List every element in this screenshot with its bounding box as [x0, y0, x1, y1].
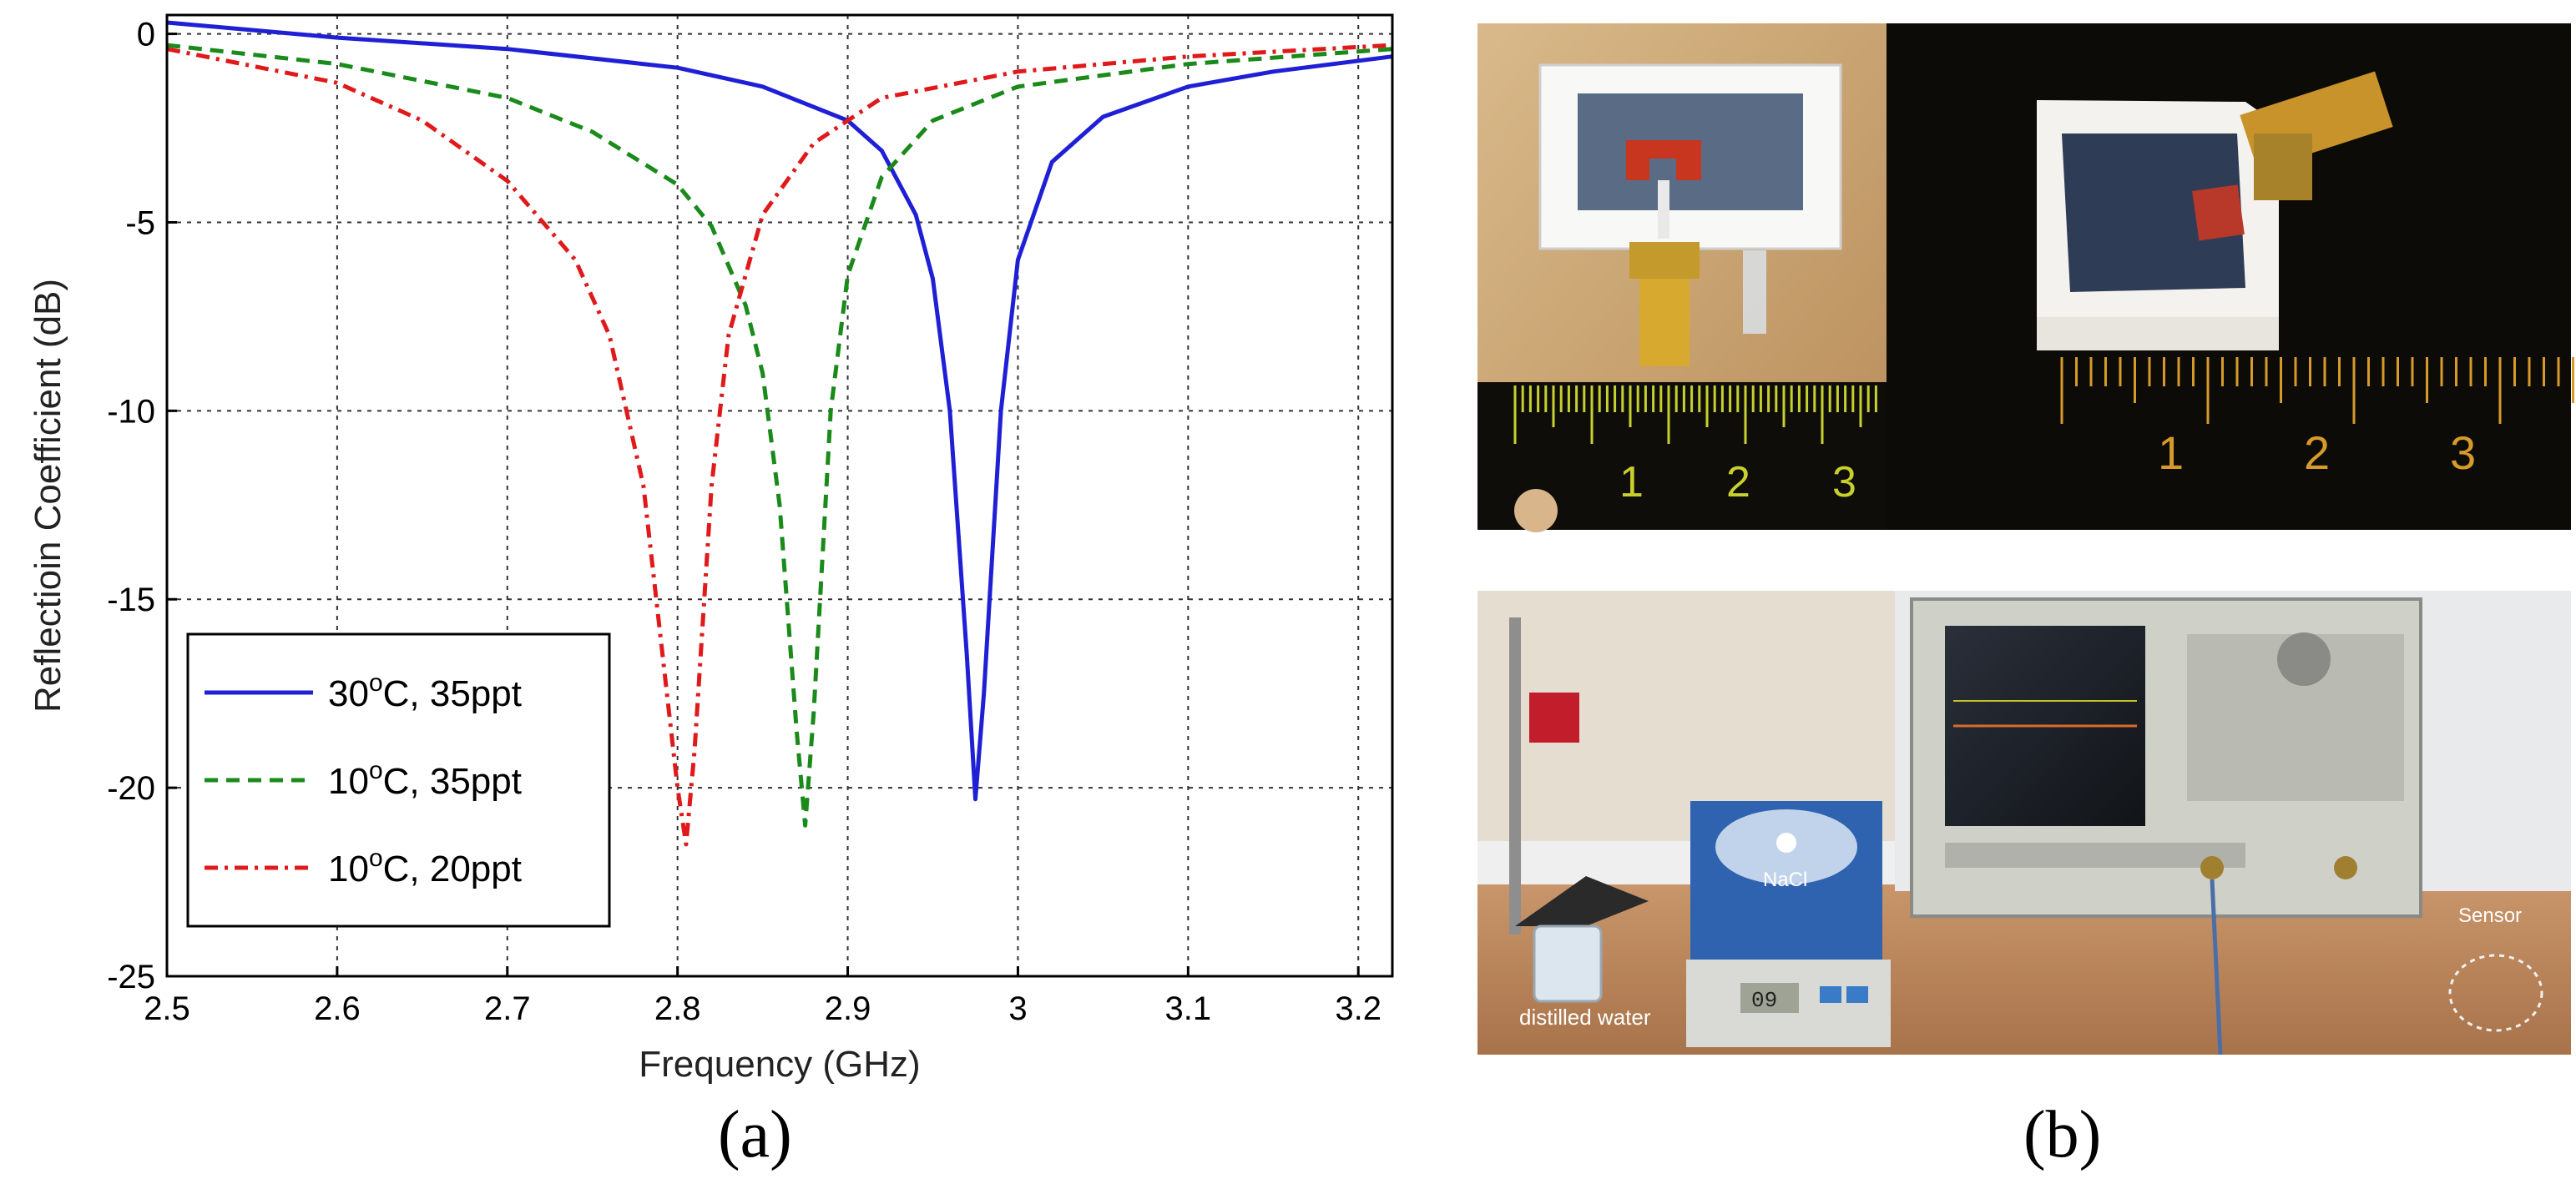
nacl-label: NaCl — [1763, 869, 1807, 891]
series-line-3 — [166, 43, 1393, 847]
chart-a: 2.5 2.6 2.7 2.8 2.9 3 3.1 3.2 0 -5 -10 -15 -20 -25Fre… — [28, 13, 1394, 1085]
y-tick-label: -15 — [107, 582, 155, 618]
ruler-right-label-2: 2 — [2304, 426, 2330, 479]
y-tick-label: -20 — [107, 770, 155, 807]
x-tick-label: 2.5 — [144, 990, 190, 1027]
legend-label-1: 30oC, 35ppt — [328, 669, 522, 714]
x-tick-label: 2.9 — [825, 990, 871, 1027]
legend-label-2: 10oC, 35ppt — [328, 757, 522, 802]
sensor-photo: 1 2 3 1 2 3 — [1477, 23, 2574, 532]
x-axis-label: Frequency (GHz) — [639, 1044, 920, 1085]
y-tick-label: 0 — [137, 17, 155, 53]
scale-readout: 09 — [1751, 988, 1777, 1013]
ruler-left-label-3: 3 — [1832, 458, 1856, 506]
panel-label-a: (a) — [718, 1098, 792, 1171]
plot-frame — [165, 13, 1394, 978]
network-analyzer — [1910, 597, 2422, 1056]
ruler-left-label-1: 1 — [1619, 458, 1644, 506]
legend-label-3: 10oC, 20ppt — [328, 844, 522, 889]
y-axis-label: Reflectioin Coefficient (dB) — [28, 279, 68, 713]
measurement-setup-photo: distilled water NaCl 09 Sensor — [1477, 591, 2571, 1056]
panel-label-b: (b) — [2023, 1098, 2102, 1171]
ruler-right: 1 2 3 — [2060, 357, 2574, 479]
series-line-2 — [166, 43, 1393, 828]
x-tick-label: 3 — [1008, 990, 1027, 1027]
x-tick-label: 3.2 — [1335, 990, 1381, 1027]
series-line-1 — [166, 20, 1393, 802]
x-tick-label: 2.7 — [484, 990, 531, 1027]
ruler-right-label-3: 3 — [2450, 426, 2476, 479]
y-tick-label: -25 — [107, 959, 155, 995]
ruler-left-label-2: 2 — [1726, 458, 1750, 506]
x-tick-label: 3.1 — [1165, 990, 1212, 1027]
x-tick-label: 2.6 — [314, 990, 361, 1027]
y-tick-label: -5 — [125, 204, 155, 241]
digital-scale: NaCl 09 — [1686, 801, 1891, 1047]
ruler-right-label-1: 1 — [2158, 426, 2184, 479]
y-tick-label: -10 — [107, 393, 155, 430]
sensor-label: Sensor — [2458, 904, 2522, 927]
ruler-left: 1 2 3 — [1477, 382, 1887, 532]
distilled-water-label: distilled water — [1519, 1005, 1651, 1030]
x-tick-label: 2.8 — [654, 990, 701, 1027]
